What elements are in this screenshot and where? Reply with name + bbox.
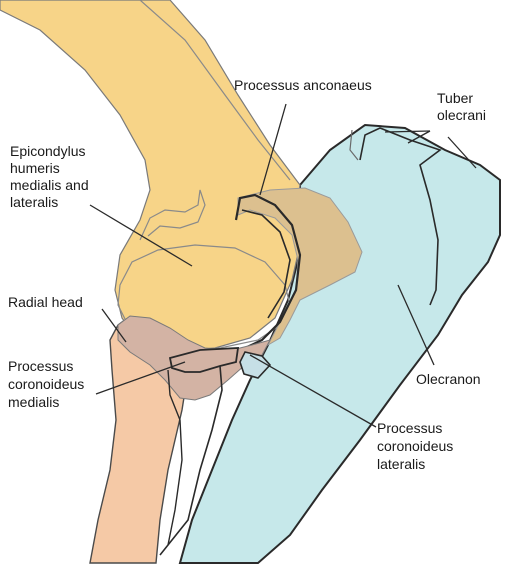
label-pcl-line3: lateralis xyxy=(377,456,425,473)
label-pcl-line1: Processus xyxy=(377,420,442,437)
label-epicondylus-line3: medialis and xyxy=(10,177,89,194)
label-olecranon: Olecranon xyxy=(416,371,481,388)
label-tuber-olecrani-line2: olecrani xyxy=(437,107,486,124)
label-epicondylus-line2: humeris xyxy=(10,160,60,177)
label-radial-head: Radial head xyxy=(8,294,83,311)
label-pcm-line2: coronoideus xyxy=(8,376,84,393)
label-tuber-olecrani-line1: Tuber xyxy=(437,90,473,107)
label-epicondylus-line1: Epicondylus xyxy=(10,143,86,160)
label-pcm-line3: medialis xyxy=(8,394,59,411)
label-pcm-line1: Processus xyxy=(8,358,73,375)
label-epicondylus-line4: lateralis xyxy=(10,194,58,211)
label-processus-anconaeus: Processus anconaeus xyxy=(234,77,372,94)
label-pcl-line2: coronoideus xyxy=(377,438,453,455)
